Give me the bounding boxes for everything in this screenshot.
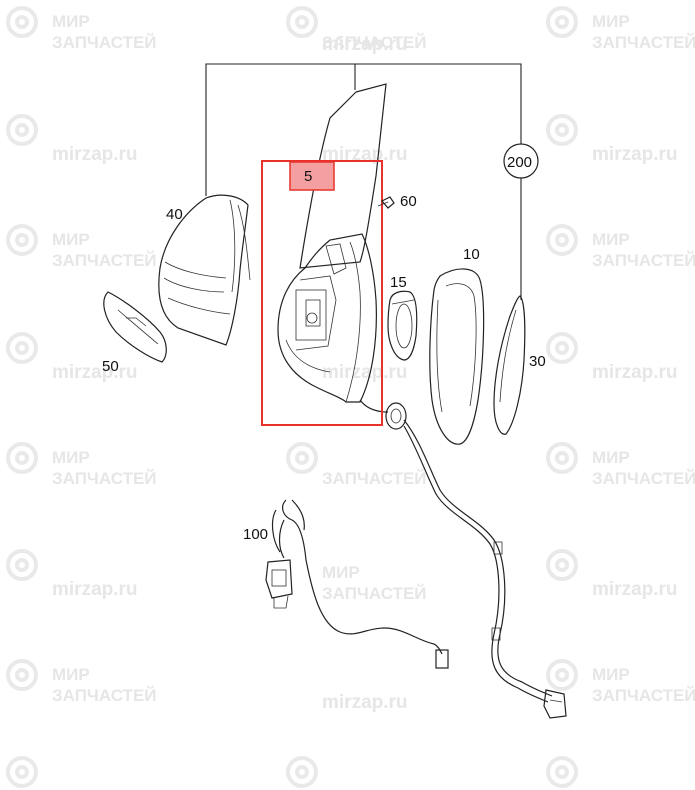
watermark-site: mirzap.ru — [52, 362, 138, 383]
watermark-line2: ЗАПЧАСТЕЙ — [52, 686, 157, 705]
part-100-harness-adapter — [265, 499, 449, 669]
watermark-line1: МИР — [592, 12, 630, 31]
label-part-10[interactable]: 10 — [463, 246, 480, 263]
part-5-mirror-housing — [277, 83, 389, 413]
label-part-60[interactable]: 60 — [400, 193, 417, 210]
label-part-5[interactable]: 5 — [304, 168, 312, 185]
part-40-mirror-cover — [158, 194, 251, 346]
watermark-line2: ЗАПЧАСТЕЙ — [322, 584, 427, 603]
watermark-line1: МИР — [592, 230, 630, 249]
watermark-line2: ЗАПЧАСТЕЙ — [592, 33, 695, 52]
watermark-line2: ЗАПЧАСТЕЙ — [592, 251, 695, 270]
watermark-line1: МИР — [322, 563, 360, 582]
watermark-logo-icon — [6, 6, 578, 788]
watermark-line2: ЗАПЧАСТЕЙ — [52, 469, 157, 488]
watermark-site: mirzap.ru — [52, 579, 138, 600]
watermark-line2: ЗАПЧАСТЕЙ — [322, 33, 427, 52]
watermark-line1: МИР — [52, 665, 90, 684]
watermark-line2: ЗАПЧАСТЕЙ — [52, 251, 157, 270]
watermark-site: mirzap.ru — [322, 144, 408, 165]
watermark-line2: ЗАПЧАСТЕЙ — [52, 33, 157, 52]
part-200-callout[interactable] — [503, 143, 539, 179]
watermark-site: mirzap.ru — [592, 579, 678, 600]
watermark-site: mirzap.ru — [52, 144, 138, 165]
watermarks: МИР ЗАПЧАСТЕЙ ЗАПЧАСТЕЙ МИР ЗАПЧАСТЕЙ МИ… — [6, 6, 695, 788]
watermark-line1: МИР — [592, 665, 630, 684]
label-part-100[interactable]: 100 — [243, 526, 268, 543]
watermark-site: mirzap.ru — [322, 362, 408, 383]
watermark-line1: МИР — [52, 448, 90, 467]
watermark-line2: ЗАПЧАСТЕЙ — [322, 469, 427, 488]
part-5-label-box[interactable] — [289, 161, 335, 191]
label-part-50[interactable]: 50 — [102, 358, 119, 375]
part-10-mirror-glass — [429, 268, 485, 445]
watermark-line1: МИР — [592, 448, 630, 467]
watermark-site: mirzap.ru — [592, 362, 678, 383]
label-part-200[interactable]: 200 — [507, 154, 532, 171]
watermark-site: mirzap.ru — [322, 34, 408, 55]
watermark-line1: МИР — [52, 230, 90, 249]
part-30-outer-glass — [493, 295, 526, 435]
part-50-turn-signal — [103, 291, 167, 363]
watermark-site: mirzap.ru — [322, 692, 408, 713]
highlight-frame — [261, 160, 383, 426]
part-60-screw — [377, 196, 395, 209]
assembly-bracket — [205, 63, 522, 300]
watermark-line2: ЗАПЧАСТЕЙ — [592, 469, 695, 488]
part-15-adjust-motor — [387, 290, 418, 361]
label-part-15[interactable]: 15 — [390, 274, 407, 291]
wiring-harness — [385, 402, 567, 719]
watermark-line1: МИР — [52, 12, 90, 31]
label-part-30[interactable]: 30 — [529, 353, 546, 370]
label-part-40[interactable]: 40 — [166, 206, 183, 223]
watermark-site: mirzap.ru — [592, 144, 678, 165]
watermark-line2: ЗАПЧАСТЕЙ — [592, 686, 695, 705]
